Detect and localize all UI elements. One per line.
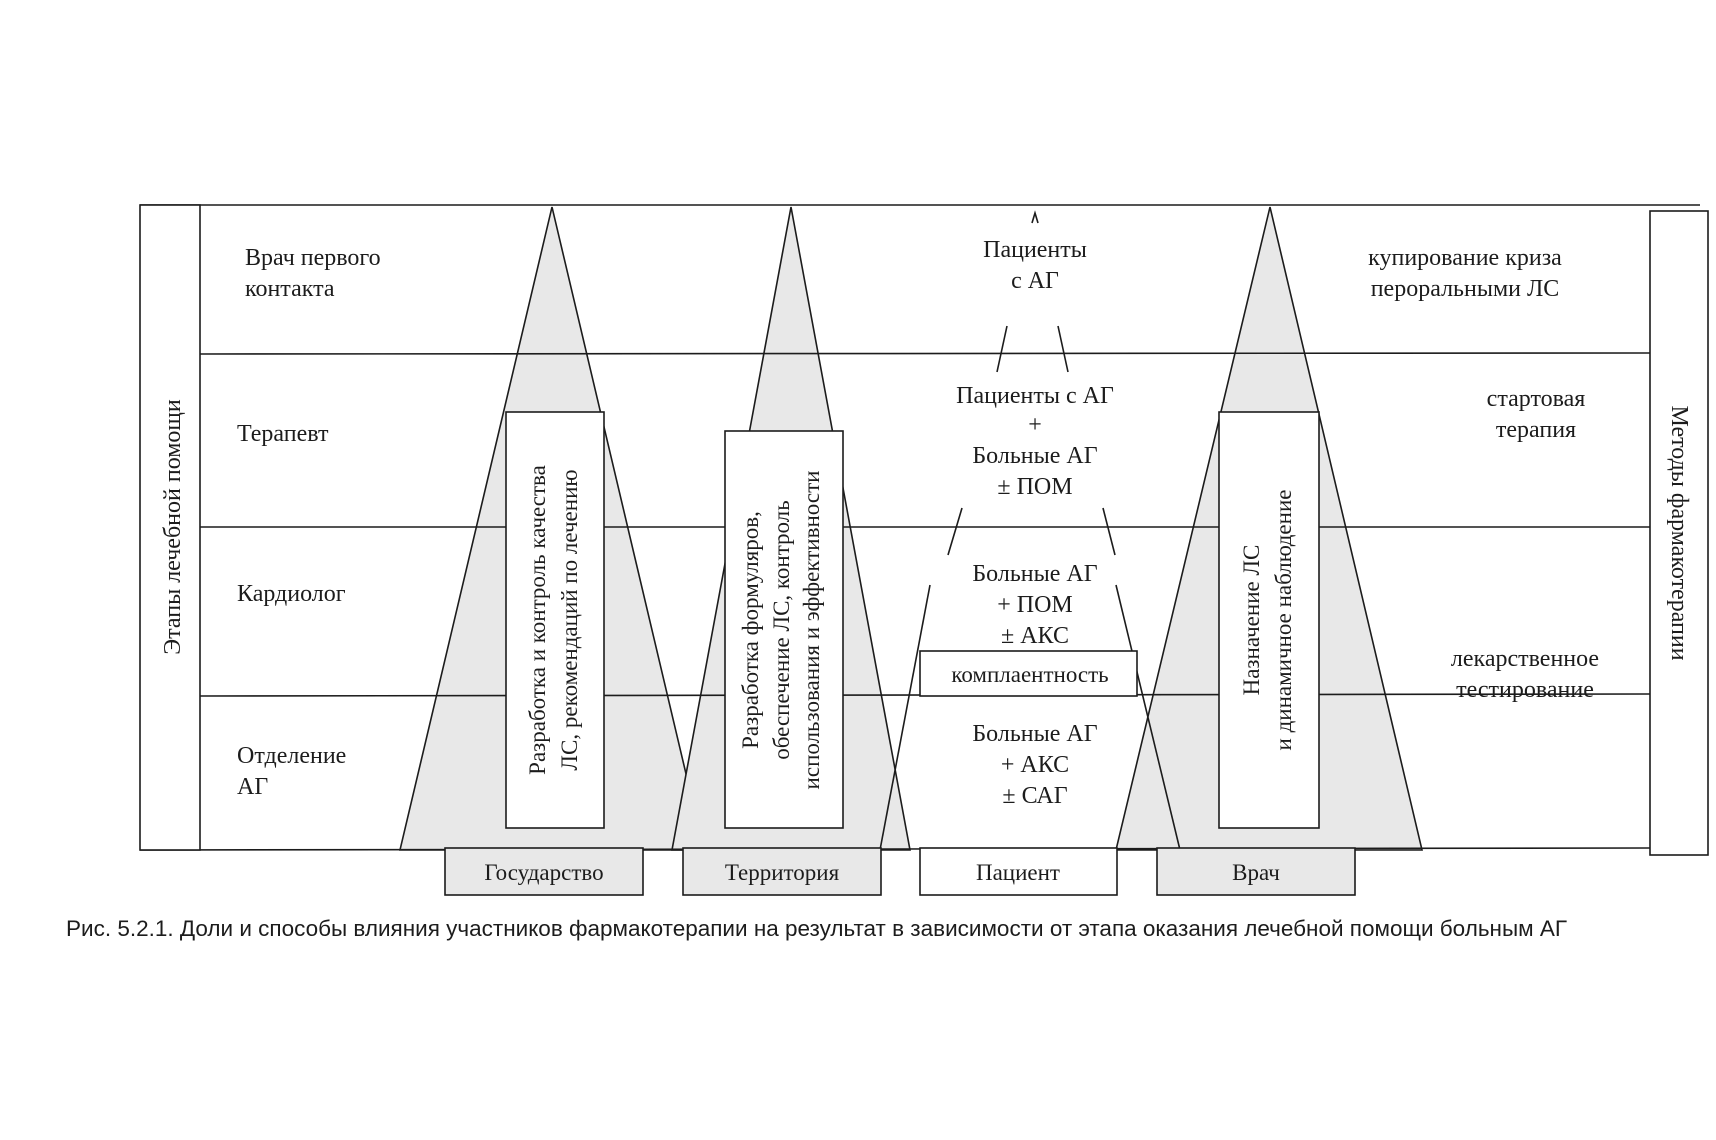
department-patients-line-3: ± САГ xyxy=(1002,783,1067,809)
therapist-patients-line-2: + xyxy=(1028,412,1042,438)
department-patients-line-2: + АКС xyxy=(1001,752,1069,778)
method-label-crisis-line-2: пероральными ЛС xyxy=(1371,276,1560,302)
right-axis-box: Методы фармакотерапии xyxy=(1649,210,1709,856)
territory-box-line-1: Разработка формуляров, xyxy=(738,511,763,749)
patients-line-1: Пациенты xyxy=(983,237,1087,263)
participant-doctor-box xyxy=(1156,847,1356,896)
stage-label-ag-department-line-2: АГ xyxy=(237,774,268,800)
method-label-start-line-2: терапия xyxy=(1496,417,1576,443)
left-axis-box: Этапы лечебной помощи xyxy=(139,204,201,851)
stage-label-first-contact-line-1: Врач первого xyxy=(245,245,381,271)
cardiologist-patients-line-3: ± АКС xyxy=(1001,623,1069,649)
stage-label-first-contact-line-2: контакта xyxy=(245,276,335,302)
method-label-start-line-1: стартовая xyxy=(1487,386,1586,412)
state-box-line-2: ЛС, рекомендаций по лечению xyxy=(557,469,582,770)
patient-funnel xyxy=(879,210,1181,851)
doctor-box-line-2: и динамичное наблюдение xyxy=(1271,490,1296,751)
department-patients-line-1: Больные АГ xyxy=(972,721,1097,747)
state-box-line-1: Разработка и контроль качества xyxy=(525,465,550,775)
method-labels: купирование криза пероральными ЛС старто… xyxy=(1368,245,1599,703)
participant-boxes: Государство Территория Пациент Врач xyxy=(444,847,1356,896)
participant-territory-box xyxy=(682,847,882,896)
cardiologist-patients-line-1: Больные АГ xyxy=(972,561,1097,587)
stage-label-therapist: Терапевт xyxy=(237,421,329,447)
method-label-testing-line-1: лекарственное xyxy=(1451,646,1599,672)
territory-box-line-2: обеспечение ЛС, контроль xyxy=(769,500,794,759)
funnel-left-segment-3 xyxy=(879,584,931,851)
participant-doctor-label: Врач xyxy=(1232,860,1280,885)
participant-patient-box xyxy=(919,847,1118,896)
method-label-crisis-line-1: купирование криза xyxy=(1368,245,1562,271)
participant-patient-label: Пациент xyxy=(976,860,1060,885)
stage-divider-1 xyxy=(199,352,1651,355)
stage-label-ag-department-line-1: Отделение xyxy=(237,743,346,769)
doctor-box-line-1: Назначение ЛС xyxy=(1239,545,1264,696)
therapist-patients-line-1: Пациенты с АГ xyxy=(956,383,1114,409)
funnel-right-segment-2 xyxy=(1102,507,1116,556)
stage-labels: Врач первого контакта Терапевт Кардиолог… xyxy=(237,245,381,800)
cardiologist-patients-line-2: + ПОМ xyxy=(997,592,1073,618)
bottom-border-line xyxy=(139,847,1651,851)
therapist-patients-line-4: ± ПОМ xyxy=(997,474,1072,500)
funnel-left-segment-2 xyxy=(947,507,963,556)
participant-state-box xyxy=(444,847,644,896)
therapist-patients-line-3: Больные АГ xyxy=(972,443,1097,469)
funnel-apex-mark xyxy=(1031,210,1039,224)
compliance-label: комплаентность xyxy=(951,662,1108,687)
patient-groups: Пациенты с АГ Пациенты с АГ + Больные АГ… xyxy=(956,237,1114,809)
patients-line-2: с АГ xyxy=(1011,268,1059,294)
participant-state-label: Государство xyxy=(484,860,603,885)
funnel-right-segment-3 xyxy=(1115,584,1181,851)
figure-caption: Рис. 5.2.1. Доли и способы влияния участ… xyxy=(66,916,1568,941)
state-box: Разработка и контроль качества ЛС, реком… xyxy=(505,411,605,829)
right-axis-title: Методы фармакотерапии xyxy=(1666,405,1692,660)
funnel-right-segment-1 xyxy=(1057,325,1069,373)
compliance-box: комплаентность xyxy=(919,650,1138,697)
territory-box-line-3: использования и эффективности xyxy=(799,471,824,790)
territory-box: Разработка формуляров, обеспечение ЛС, к… xyxy=(724,430,844,829)
grid-lines xyxy=(139,204,1700,851)
funnel-left-segment-1 xyxy=(996,325,1008,373)
stage-label-cardiologist: Кардиолог xyxy=(237,581,346,607)
left-axis-title: Этапы лечебной помощи xyxy=(160,399,186,655)
doctor-box: Назначение ЛС и динамичное наблюдение xyxy=(1218,411,1320,829)
method-label-testing-line-2: тестирование xyxy=(1456,677,1594,703)
participant-territory-label: Территория xyxy=(725,860,840,885)
